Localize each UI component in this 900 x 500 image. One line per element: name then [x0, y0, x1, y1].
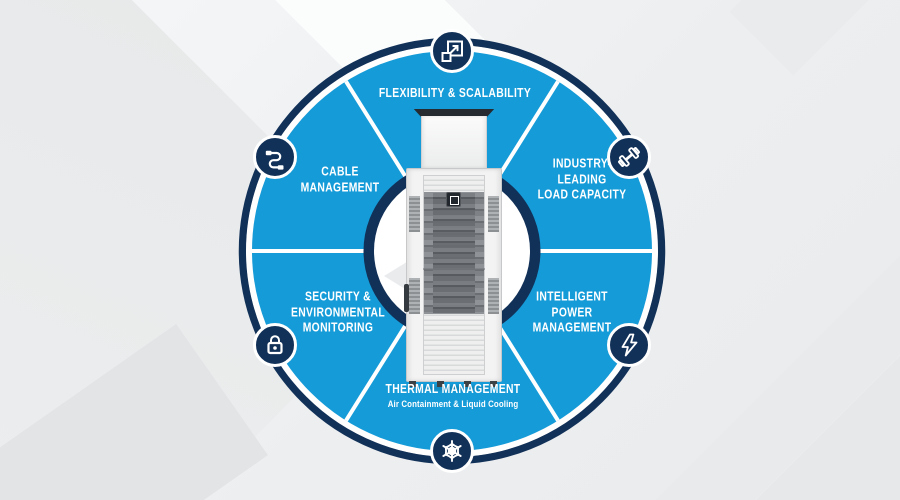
- label-line: MANAGEMENT: [532, 320, 612, 335]
- dumbbell-icon: [618, 147, 640, 167]
- rack-foot: [437, 381, 444, 387]
- label-line: INDUSTRY-: [552, 156, 612, 171]
- label-line: MANAGEMENT: [300, 180, 380, 194]
- label-line: FLEXIBILITY & SCALABILITY: [378, 86, 532, 101]
- segment-label-thermal: THERMAL MANAGEMENT Air Containment & Liq…: [386, 382, 521, 411]
- power-node: [607, 323, 651, 367]
- rack-server-stack-core: [433, 193, 475, 313]
- rack-foot: [490, 381, 497, 387]
- load-capacity-node: [607, 135, 651, 179]
- rack-logo-badge: [446, 192, 461, 207]
- cable-plug-icon: [265, 150, 284, 170]
- label-line: ENVIRONMENTAL: [290, 305, 386, 320]
- segment-label-cable: CABLE MANAGEMENT: [301, 164, 380, 195]
- security-node: [253, 323, 297, 367]
- rack-side-vent: [409, 278, 420, 314]
- rack-shadow: [398, 384, 510, 392]
- flexibility-node: [430, 29, 474, 73]
- segment-label-flexibility: FLEXIBILITY & SCALABILITY: [379, 86, 531, 102]
- rack-chimney-rim: [413, 109, 495, 118]
- rack-door-handle: [404, 284, 409, 312]
- thermal-node: [430, 429, 474, 473]
- rack-foot: [409, 381, 416, 387]
- rack-door-seam: [423, 268, 485, 270]
- rack-chimney-duct: [421, 116, 487, 169]
- label-line: MONITORING: [302, 320, 374, 335]
- label-line: THERMAL MANAGEMENT: [385, 381, 521, 396]
- label-line: POWER: [551, 305, 593, 320]
- lightning-icon: [621, 333, 638, 357]
- segment-label-load-capacity: INDUSTRY- LEADING LOAD CAPACITY: [538, 157, 627, 204]
- rack-side-vent: [488, 278, 499, 314]
- lock-icon: [267, 335, 283, 355]
- label-subtitle: Air Containment & Liquid Cooling: [387, 398, 519, 410]
- expand-scale-icon: [441, 40, 463, 62]
- label-line: SECURITY &: [305, 289, 371, 304]
- label-line: LOAD CAPACITY: [537, 187, 627, 202]
- rack-foot: [464, 381, 471, 387]
- segment-label-security: SECURITY & ENVIRONMENTAL MONITORING: [291, 290, 385, 337]
- rack-side-vent: [409, 196, 420, 232]
- snowflake-icon: [441, 440, 463, 462]
- label-line: INTELLIGENT: [536, 289, 608, 304]
- segment-dividers: [252, 80, 652, 422]
- label-line: LEADING: [557, 172, 607, 187]
- cable-node: [253, 135, 297, 179]
- rack-side-vent: [488, 196, 499, 232]
- label-line: CABLE: [321, 164, 359, 179]
- segment-label-power: INTELLIGENT POWER MANAGEMENT: [533, 290, 612, 337]
- bg-diagonal-band: [729, 0, 900, 76]
